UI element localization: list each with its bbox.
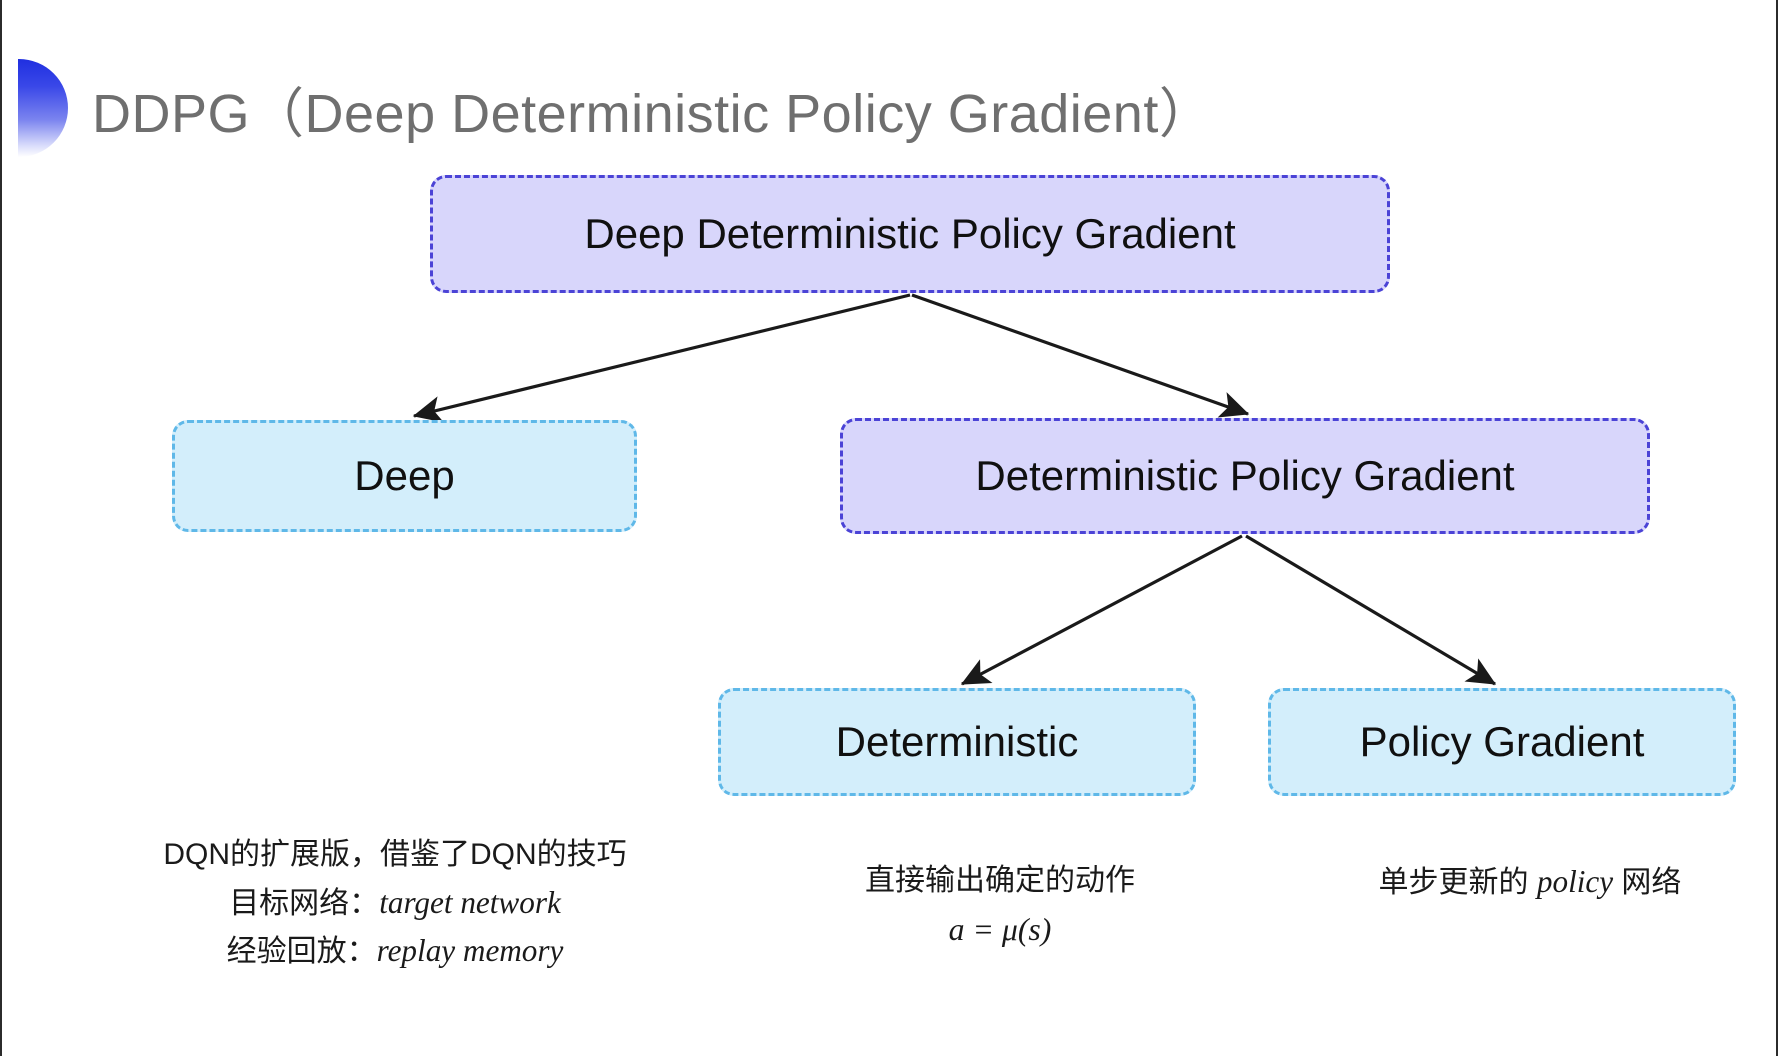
caption-deterministic: 直接输出确定的动作 a = μ(s) — [760, 858, 1240, 954]
slide-right-edge-rule — [1776, 0, 1778, 1056]
caption-deep-line3: 经验回放：replay memory — [110, 927, 680, 976]
edge-root-to-deep — [412, 293, 911, 423]
caption-deep-line3-label: 经验回放： — [226, 935, 377, 968]
caption-policy-gradient-term: policy — [1536, 864, 1614, 899]
caption-deterministic-formula: a = μ(s) — [948, 911, 1052, 947]
caption-deep-line2-term: target network — [379, 884, 561, 920]
caption-deep-line2: 目标网络：target network — [110, 879, 680, 928]
title-row: DDPG（Deep Deterministic Policy Gradient） — [0, 58, 1213, 158]
node-deep[interactable]: Deep — [172, 420, 637, 532]
caption-policy-gradient-line1: 单步更新的 — [1378, 866, 1529, 899]
gradient-half-circle-bullet-icon — [18, 59, 68, 157]
caption-policy-gradient: 单步更新的 policy 网络 — [1310, 858, 1750, 907]
node-policy-gradient[interactable]: Policy Gradient — [1268, 688, 1736, 796]
caption-deterministic-line1: 直接输出确定的动作 — [865, 864, 1135, 897]
caption-deep: DQN的扩展版，借鉴了DQN的技巧 目标网络：target network 经验… — [110, 832, 680, 976]
node-deterministic[interactable]: Deterministic — [718, 688, 1196, 796]
caption-deep-line3-term: replay memory — [376, 933, 564, 968]
edge-dpg-to-deterministic — [960, 534, 1243, 686]
node-deep-deterministic-policy-gradient[interactable]: Deep Deterministic Policy Gradient — [430, 175, 1390, 293]
page-title: DDPG（Deep Deterministic Policy Gradient） — [92, 83, 1214, 144]
caption-policy-gradient-line2: policy 网络 — [1536, 864, 1682, 899]
node-deterministic-policy-gradient[interactable]: Deterministic Policy Gradient — [840, 418, 1650, 534]
edge-root-to-dpg — [911, 293, 1250, 418]
caption-policy-gradient-suffix: 网络 — [1613, 866, 1682, 899]
caption-deep-line1: DQN的扩展版，借鉴了DQN的技巧 — [163, 838, 627, 871]
slide-left-edge-rule — [0, 0, 2, 1056]
edge-dpg-to-policy-gradient — [1245, 534, 1497, 686]
caption-deep-line2-label: 目标网络： — [229, 886, 380, 920]
